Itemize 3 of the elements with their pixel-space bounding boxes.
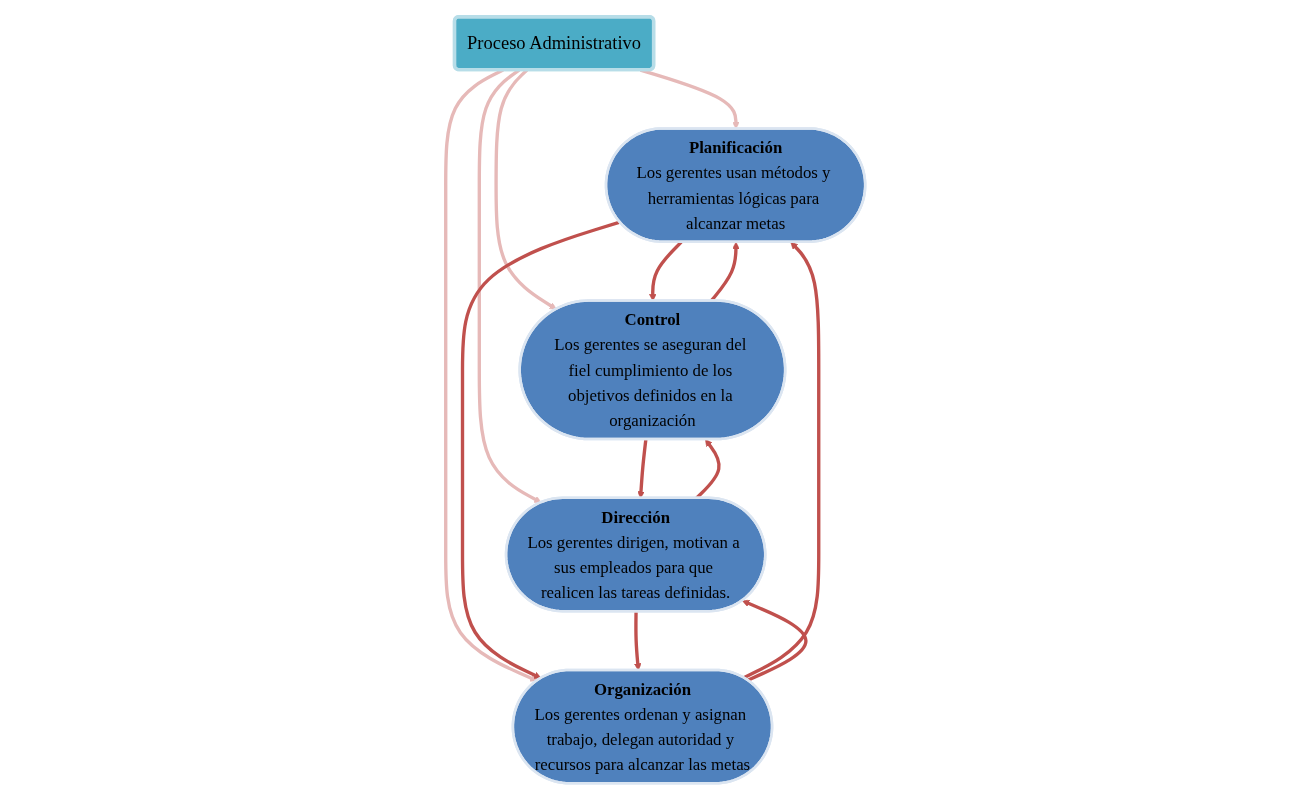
arrow [460, 220, 620, 679]
arrow [741, 599, 808, 682]
arrow [742, 241, 820, 680]
